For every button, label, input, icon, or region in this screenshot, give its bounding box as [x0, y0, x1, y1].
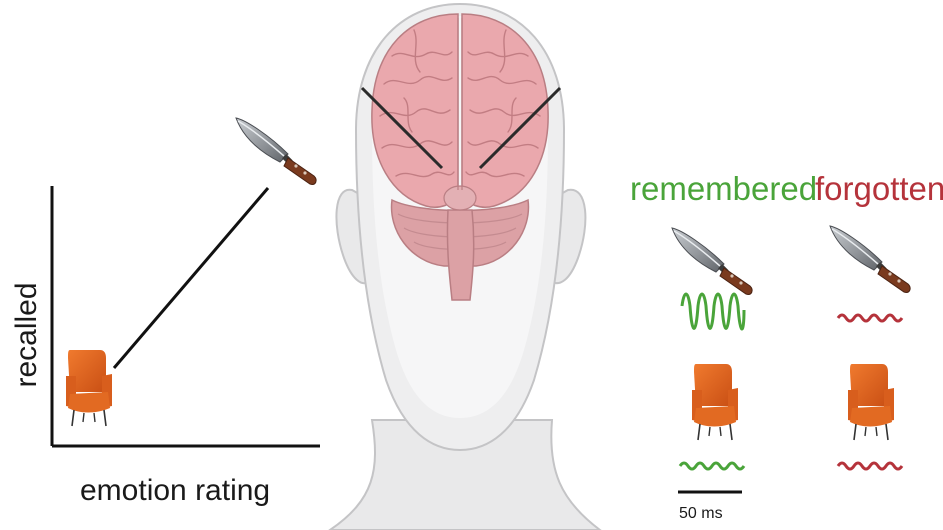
forgotten-column: [829, 225, 911, 471]
pointer-line-right: [478, 86, 562, 170]
knife-icon: [671, 227, 753, 296]
chair-icon: [691, 363, 739, 441]
knife-icon: [235, 117, 317, 186]
trend-line: [112, 187, 270, 369]
high-oscillation-wave: [680, 292, 746, 331]
remembered-label: remembered: [630, 170, 818, 207]
low-oscillation-wave: [678, 461, 746, 471]
forgotten-label: forgotten: [815, 170, 943, 207]
low-oscillation-wave: [836, 313, 904, 323]
pointer-line-left: [360, 86, 444, 170]
scale-bar-label: 50 ms: [679, 505, 723, 522]
chair-icon: [65, 349, 113, 427]
scatter-schematic: [50, 117, 320, 448]
x-axis-label: emotion rating: [80, 474, 271, 507]
low-oscillation-wave: [836, 461, 904, 471]
knife-icon: [829, 225, 911, 294]
remembered-column: [671, 227, 753, 471]
chair-icon: [847, 363, 895, 441]
y-axis-label: recalled: [10, 282, 43, 388]
brain-illustration: [371, 13, 549, 301]
